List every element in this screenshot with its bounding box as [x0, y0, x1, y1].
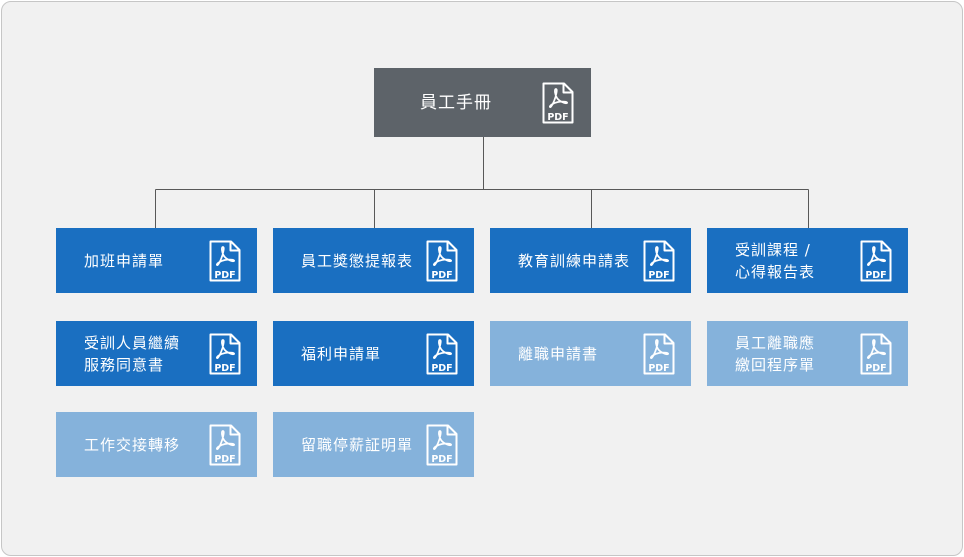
- pdf-file-icon: PDF: [426, 333, 458, 374]
- pdf-icon-text: PDF: [431, 363, 452, 374]
- form-node-label-line: 員工獎懲提報表: [301, 251, 414, 270]
- pdf-icon-text: PDF: [431, 454, 452, 465]
- form-node-label-line: 工作交接轉移: [84, 435, 181, 454]
- form-node-label-line: 受訓人員繼續: [84, 333, 181, 352]
- pdf-file-icon: PDF: [426, 240, 458, 281]
- pdf-file-icon: PDF: [643, 240, 675, 281]
- form-node-label-line: 心得報告表: [735, 262, 816, 281]
- pdf-file-icon: PDF: [209, 333, 241, 374]
- pdf-icon-text: PDF: [214, 454, 235, 465]
- form-node-label: 員工獎懲提報表: [301, 250, 413, 272]
- form-node[interactable]: 離職申請書 PDF: [490, 321, 691, 386]
- pdf-file-icon: PDF: [643, 333, 675, 374]
- pdf-file-icon: PDF: [426, 424, 458, 465]
- form-node[interactable]: 加班申請單 PDF: [56, 228, 257, 293]
- pdf-icon-text: PDF: [648, 270, 669, 281]
- form-node[interactable]: 受訓人員繼續服務同意書 PDF: [56, 321, 257, 386]
- form-node-label: 受訓人員繼續服務同意書: [84, 332, 180, 376]
- pdf-file-icon: PDF: [860, 240, 892, 281]
- form-node-label: 加班申請單: [84, 250, 164, 272]
- root-node-label: 員工手冊: [420, 92, 492, 113]
- pdf-file-icon: PDF: [209, 240, 241, 281]
- form-node[interactable]: 受訓課程 / 心得報告表 PDF: [707, 228, 908, 293]
- form-node-label: 員工離職應繳回程序單: [735, 332, 815, 376]
- pdf-icon-text: PDF: [648, 363, 669, 374]
- form-node[interactable]: 留職停薪証明單 PDF: [273, 412, 474, 477]
- form-node[interactable]: 工作交接轉移 PDF: [56, 412, 257, 477]
- form-node-label-line: 繳回程序單: [735, 355, 816, 374]
- pdf-icon-text: PDF: [865, 363, 886, 374]
- pdf-file-icon: PDF: [860, 333, 892, 374]
- pdf-file-icon: PDF: [209, 424, 241, 465]
- form-node-label: 受訓課程 / 心得報告表: [735, 239, 815, 283]
- form-node-label-line: 離職申請書: [518, 344, 599, 363]
- form-node-label-line: 服務同意書: [84, 355, 165, 374]
- form-node-label-line: 福利申請單: [301, 344, 382, 363]
- pdf-file-icon: PDF: [542, 82, 574, 123]
- form-node-label: 離職申請書: [518, 343, 598, 365]
- form-node-label-line: 員工離職應: [735, 333, 816, 352]
- pdf-icon-text: PDF: [865, 270, 886, 281]
- form-node-label-line: 受訓課程 /: [735, 240, 811, 259]
- form-node-label-line: 教育訓練申請表: [518, 251, 631, 270]
- form-node[interactable]: 員工獎懲提報表 PDF: [273, 228, 474, 293]
- root-node-employee-handbook[interactable]: 員工手冊 PDF: [374, 68, 591, 137]
- pdf-icon-text: PDF: [547, 112, 568, 123]
- form-node-label: 福利申請單: [301, 343, 381, 365]
- form-node[interactable]: 教育訓練申請表 PDF: [490, 228, 691, 293]
- form-node-label: 教育訓練申請表: [518, 250, 630, 272]
- form-node-label-line: 加班申請單: [84, 251, 165, 270]
- pdf-icon-text: PDF: [431, 270, 452, 281]
- form-node[interactable]: 員工離職應繳回程序單 PDF: [707, 321, 908, 386]
- form-node-label: 留職停薪証明單: [301, 434, 413, 456]
- form-node-label-line: 留職停薪証明單: [301, 435, 414, 454]
- pdf-icon-text: PDF: [214, 363, 235, 374]
- pdf-icon-text: PDF: [214, 270, 235, 281]
- form-node[interactable]: 福利申請單 PDF: [273, 321, 474, 386]
- form-node-label: 工作交接轉移: [84, 434, 180, 456]
